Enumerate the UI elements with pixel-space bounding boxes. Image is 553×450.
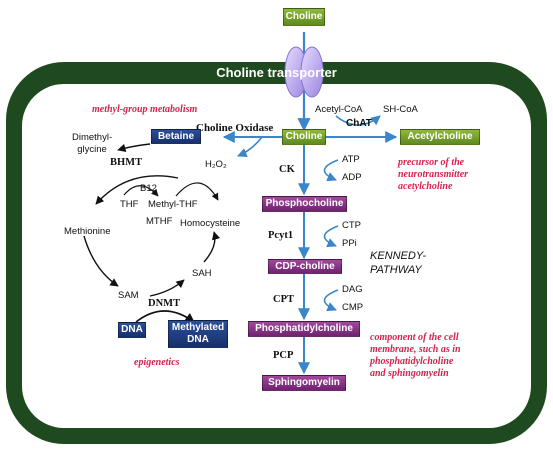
dnmt-arc (135, 310, 195, 323)
cdp-choline-box: CDP-choline (268, 259, 342, 274)
component-note-line-4: and sphingomyelin (370, 368, 449, 379)
dnmt-enzyme-label: DNMT (148, 298, 181, 309)
atp-label: ATP (342, 154, 360, 165)
precursor-note: precursor of the neurotransmitter acetyl… (398, 157, 468, 193)
dimethylglycine-line-1: Dimethyl- (72, 132, 113, 143)
sah-to-homocysteine-arc (203, 231, 221, 263)
component-note-line-3: phosphatidylcholine (370, 356, 454, 367)
betaine-box: Betaine (151, 129, 201, 144)
precursor-note-line-2: neurotransmitter (398, 169, 469, 180)
dag-cmp-arc (323, 289, 339, 312)
pcp-enzyme-label: PCP (273, 350, 294, 361)
kennedy-line-1: KENNEDY- (370, 250, 427, 262)
pcyt1-enzyme-label: Pcyt1 (268, 230, 294, 241)
phosphatidylcholine-box: Phosphatidylcholine (248, 321, 360, 337)
choline-extracellular-box: Choline (283, 8, 325, 26)
sam-label: SAM (118, 290, 139, 301)
acetylcholine-box: Acetylcholine (400, 129, 480, 145)
methionine-to-sam-arc (83, 235, 119, 287)
methylated-dna-line-1: Methylated (171, 322, 225, 333)
h2o2-arc (237, 136, 263, 158)
dag-label: DAG (342, 284, 363, 295)
sah-label: SAH (192, 268, 212, 279)
component-note: component of the cell membrane, such as … (370, 332, 461, 380)
betaine-to-dmg-arrow (117, 143, 151, 152)
ck-enzyme-label: CK (279, 164, 295, 175)
component-note-line-1: component of the cell (370, 332, 459, 343)
bhmt-enzyme-label: BHMT (110, 157, 143, 168)
homocysteine-label: Homocysteine (180, 218, 241, 229)
folate-cycle-arc (123, 185, 159, 197)
methylated-dna-box: Methylated DNA (168, 320, 228, 348)
dna-box: DNA (118, 322, 146, 338)
chat-enzyme-label: ChAT (346, 118, 372, 129)
cmp-label: CMP (342, 302, 364, 313)
mthf-label: MTHF (146, 216, 173, 227)
folate-return-arc (175, 182, 219, 201)
methyl-thf-label: Methyl-THF (148, 199, 198, 210)
component-note-line-2: membrane, such as in (370, 344, 461, 355)
cell-title-transporter: Choline transporter (216, 65, 337, 80)
chat-cofactor-arc (335, 115, 381, 126)
h2o2-label: H₂O₂ (205, 159, 227, 170)
acetyl-coa-label: Acetyl-CoA (315, 104, 363, 115)
phosphocholine-box: Phosphocholine (262, 196, 347, 212)
choline-oxidase-label: Choline Oxidase (196, 122, 274, 134)
adp-label: ADP (342, 172, 362, 183)
dimethylglycine-line-2: glycine (77, 144, 107, 155)
dimethylglycine-label: Dimethyl- glycine (72, 132, 112, 156)
methionine-label: Methionine (64, 226, 111, 237)
sh-coa-label: SH-CoA (383, 104, 418, 115)
ppi-label: PPi (342, 238, 357, 249)
cpt-enzyme-label: CPT (273, 294, 294, 305)
sphingomyelin-box: Sphingomyelin (262, 375, 346, 391)
ctp-label: CTP (342, 220, 361, 231)
methylated-dna-line-2: DNA (187, 334, 209, 345)
b12-label: B12 (140, 183, 157, 194)
ctp-ppi-arc (323, 225, 339, 248)
choline-box: Choline (282, 129, 326, 145)
precursor-note-line-3: acetylcholine (398, 181, 453, 192)
methyl-group-metabolism-label: methyl-group metabolism (92, 104, 198, 115)
transporter-right-lobe (300, 46, 324, 98)
sam-to-sah-arc (149, 279, 185, 297)
kennedy-pathway-label: KENNEDY- PATHWAY (370, 249, 426, 277)
thf-label: THF (120, 199, 139, 210)
atp-adp-arc (323, 159, 339, 182)
homocysteine-to-methionine-arc (95, 175, 179, 205)
cell-interior (22, 84, 531, 428)
epigenetics-label: epigenetics (134, 357, 180, 368)
precursor-note-line-1: precursor of the (398, 157, 465, 168)
kennedy-line-2: PATHWAY (370, 264, 422, 276)
